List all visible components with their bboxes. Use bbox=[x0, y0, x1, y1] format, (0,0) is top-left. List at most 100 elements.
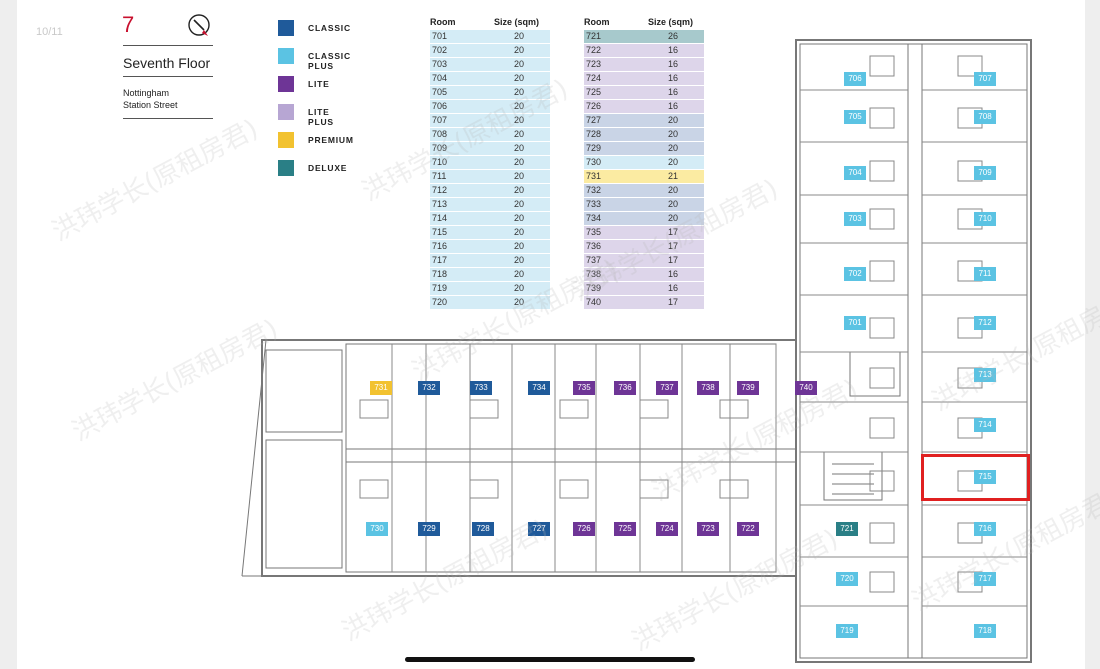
plan-room-label[interactable]: 736 bbox=[614, 381, 636, 395]
divider bbox=[123, 45, 213, 46]
plan-room-label[interactable]: 726 bbox=[573, 522, 595, 536]
plan-room-label[interactable]: 728 bbox=[472, 522, 494, 536]
room-number: 714 bbox=[432, 213, 448, 223]
plan-room-label[interactable]: 702 bbox=[844, 267, 866, 281]
plan-room-label[interactable]: 712 bbox=[974, 316, 996, 330]
bathroom-pod bbox=[719, 399, 749, 419]
table-header: Room Size (sqm) bbox=[584, 16, 704, 30]
legend-label: CLASSIC bbox=[308, 23, 351, 33]
room-number: 706 bbox=[432, 101, 448, 111]
plan-room-label[interactable]: 716 bbox=[974, 522, 996, 536]
plan-room-label[interactable]: 710 bbox=[974, 212, 996, 226]
bathroom-pod bbox=[469, 399, 499, 419]
room-number: 707 bbox=[432, 115, 448, 125]
room-size: 20 bbox=[668, 199, 679, 209]
room-column-header: Room bbox=[430, 17, 456, 27]
bathroom-pod bbox=[869, 571, 895, 593]
plan-room-label[interactable]: 737 bbox=[656, 381, 678, 395]
divider bbox=[123, 76, 213, 77]
room-size: 20 bbox=[514, 31, 525, 41]
legend-label: CLASSIC PLUS bbox=[308, 51, 351, 71]
plan-room-label[interactable]: 709 bbox=[974, 166, 996, 180]
plan-room-label[interactable]: 708 bbox=[974, 110, 996, 124]
room-number: 712 bbox=[432, 185, 448, 195]
table-row: 727 20 bbox=[584, 114, 704, 128]
room-number: 724 bbox=[586, 73, 602, 83]
room-number: 715 bbox=[432, 227, 448, 237]
room-number: 728 bbox=[586, 129, 602, 139]
room-number: 733 bbox=[586, 199, 602, 209]
size-column-header: Size (sqm) bbox=[648, 17, 694, 27]
plan-room-label[interactable]: 739 bbox=[737, 381, 759, 395]
bathroom-pod bbox=[869, 470, 895, 492]
plan-room-label[interactable]: 738 bbox=[697, 381, 719, 395]
room-number: 713 bbox=[432, 199, 448, 209]
room-number: 723 bbox=[586, 59, 602, 69]
plan-room-label[interactable]: 729 bbox=[418, 522, 440, 536]
room-number: 705 bbox=[432, 87, 448, 97]
plan-room-label[interactable]: 711 bbox=[974, 267, 996, 281]
table-row: 703 20 bbox=[430, 58, 550, 72]
plan-room-label[interactable]: 733 bbox=[470, 381, 492, 395]
plan-room-label[interactable]: 735 bbox=[573, 381, 595, 395]
room-size: 17 bbox=[668, 255, 679, 265]
room-number: 702 bbox=[432, 45, 448, 55]
compass-icon bbox=[188, 14, 210, 36]
plan-room-label[interactable]: 740 bbox=[795, 381, 817, 395]
plan-room-label[interactable]: 717 bbox=[974, 572, 996, 586]
plan-room-label[interactable]: 730 bbox=[366, 522, 388, 536]
room-size: 16 bbox=[668, 283, 679, 293]
plan-room-label[interactable]: 719 bbox=[836, 624, 858, 638]
plan-room-label[interactable]: 707 bbox=[974, 72, 996, 86]
room-number: 727 bbox=[586, 115, 602, 125]
room-number: 710 bbox=[432, 157, 448, 167]
plan-room-label[interactable]: 721 bbox=[836, 522, 858, 536]
plan-room-label[interactable]: 704 bbox=[844, 166, 866, 180]
home-indicator[interactable] bbox=[405, 657, 695, 662]
plan-room-label[interactable]: 703 bbox=[844, 212, 866, 226]
plan-room-label[interactable]: 724 bbox=[656, 522, 678, 536]
legend-swatch bbox=[278, 48, 294, 64]
room-number: 716 bbox=[432, 241, 448, 251]
plan-room-label[interactable]: 715 bbox=[974, 470, 996, 484]
plan-room-label[interactable]: 732 bbox=[418, 381, 440, 395]
plan-room-label[interactable]: 725 bbox=[614, 522, 636, 536]
plan-room-label[interactable]: 713 bbox=[974, 368, 996, 382]
plan-room-label[interactable]: 734 bbox=[528, 381, 550, 395]
room-number: 735 bbox=[586, 227, 602, 237]
room-number: 711 bbox=[432, 171, 447, 181]
plan-room-label[interactable]: 705 bbox=[844, 110, 866, 124]
bathroom-pod bbox=[869, 367, 895, 389]
plan-room-label[interactable]: 731 bbox=[370, 381, 392, 395]
plan-room-label[interactable]: 718 bbox=[974, 624, 996, 638]
plan-room-label[interactable]: 727 bbox=[528, 522, 550, 536]
room-number: 717 bbox=[432, 255, 448, 265]
room-size: 20 bbox=[668, 115, 679, 125]
plan-room-label[interactable]: 723 bbox=[697, 522, 719, 536]
plan-room-label[interactable]: 706 bbox=[844, 72, 866, 86]
room-size: 20 bbox=[514, 241, 525, 251]
plan-room-label[interactable]: 720 bbox=[836, 572, 858, 586]
room-size: 16 bbox=[668, 45, 679, 55]
bathroom-pod bbox=[639, 479, 669, 499]
bathroom-pod bbox=[869, 317, 895, 339]
plan-room-label[interactable]: 722 bbox=[737, 522, 759, 536]
room-number: 703 bbox=[432, 59, 448, 69]
room-size: 20 bbox=[514, 59, 525, 69]
legend-swatch bbox=[278, 76, 294, 92]
plan-room-label[interactable]: 714 bbox=[974, 418, 996, 432]
room-number: 718 bbox=[432, 269, 448, 279]
plan-room-label[interactable]: 701 bbox=[844, 316, 866, 330]
room-number: 719 bbox=[432, 283, 448, 293]
